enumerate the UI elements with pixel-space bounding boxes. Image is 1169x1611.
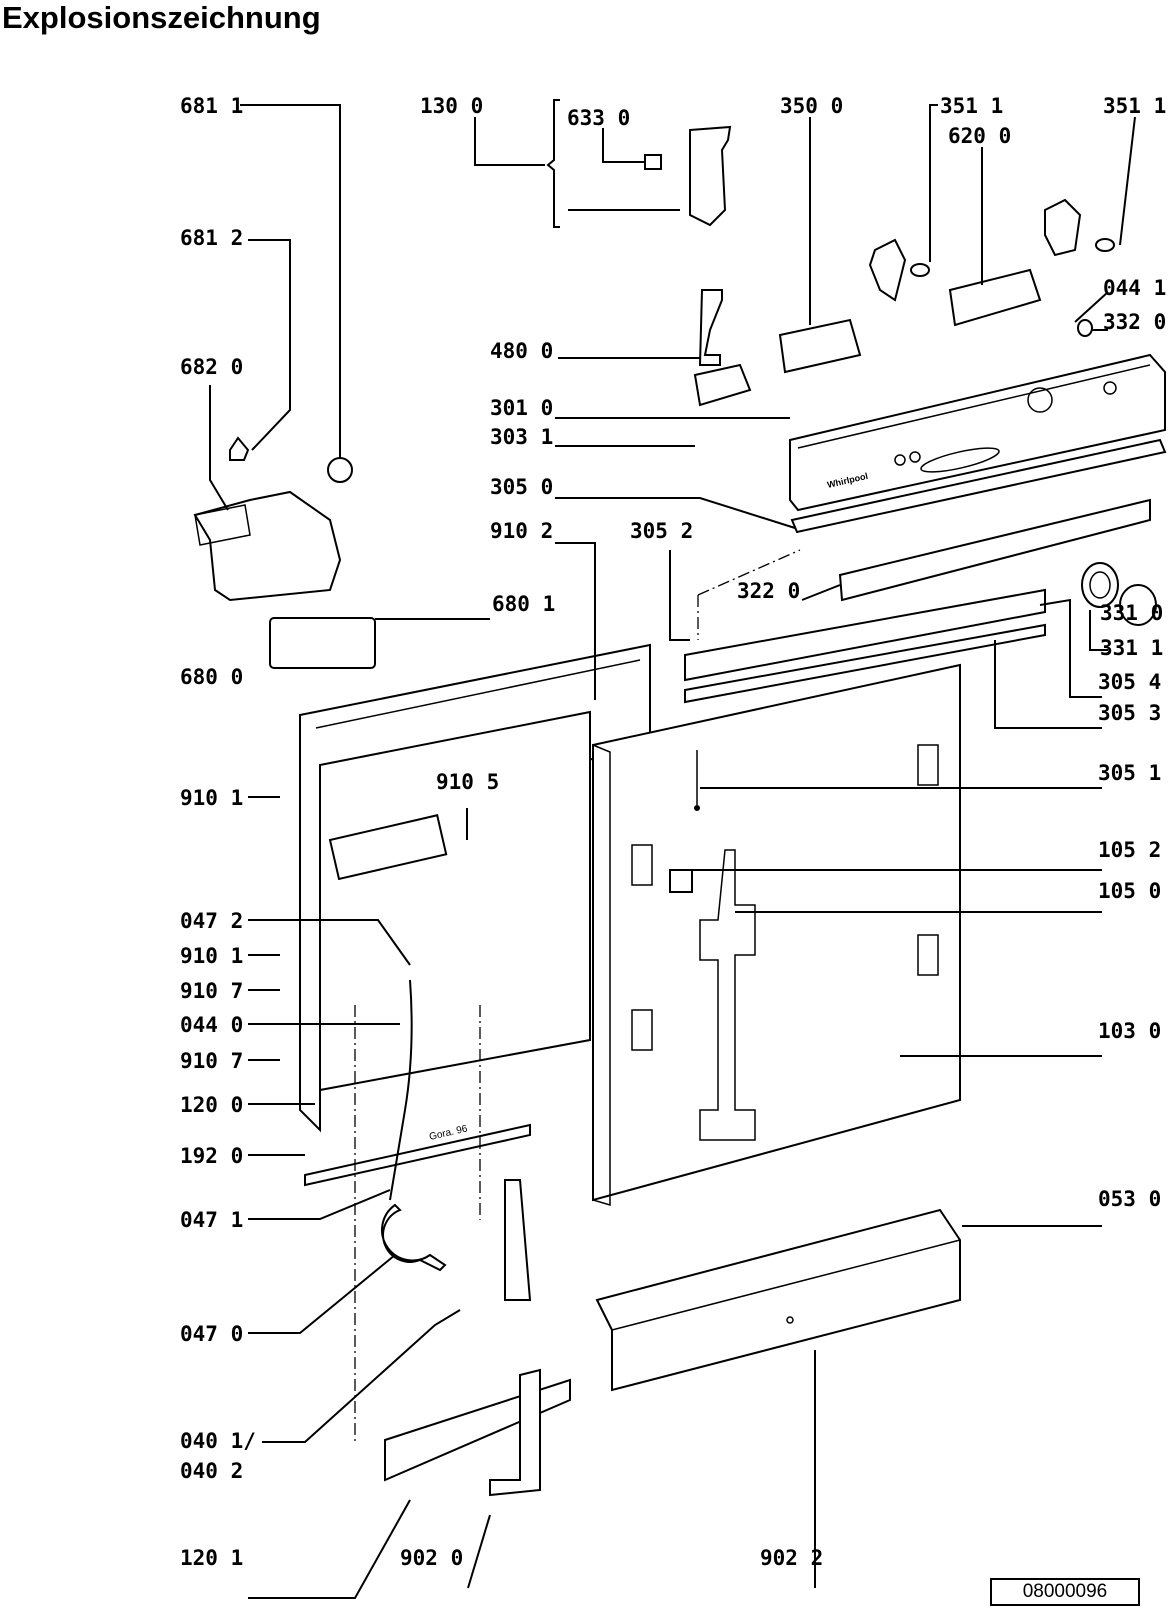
part-label: 044 0	[180, 1013, 243, 1037]
part-label: 480 0	[490, 339, 553, 363]
part-label: 902 0	[400, 1546, 463, 1570]
part-label: 305 2	[630, 519, 693, 543]
part-label: 047 0	[180, 1322, 243, 1346]
part-label: 910 2	[490, 519, 553, 543]
part-label: 910 7	[180, 1049, 243, 1073]
part-label: 105 2	[1098, 838, 1161, 862]
part-label: 902 2	[760, 1546, 823, 1570]
part-label: 120 0	[180, 1093, 243, 1117]
part-label: 910 5	[436, 770, 499, 794]
part-label: 620 0	[948, 124, 1011, 148]
part-label: 350 0	[780, 94, 843, 118]
part-label: 680 0	[180, 665, 243, 689]
panel-trim-305	[684, 438, 1167, 704]
part-label: 305 3	[1098, 701, 1161, 725]
spring-hinge	[381, 979, 447, 1272]
part-label: 103 0	[1098, 1019, 1161, 1043]
electronics	[644, 125, 1115, 407]
part-label: 331 1	[1100, 636, 1163, 660]
part-label: 682 0	[180, 355, 243, 379]
part-label: 680 1	[492, 592, 555, 616]
part-label: 681 1	[180, 94, 243, 118]
part-label: 130 0	[420, 94, 483, 118]
bottom-rails	[304, 1123, 571, 1497]
kick-plate-053	[595, 1208, 961, 1392]
part-label: 910 1	[180, 786, 243, 810]
part-label: 301 0	[490, 396, 553, 420]
part-label: 047 2	[180, 909, 243, 933]
drawing-number: 08000096	[990, 1578, 1140, 1606]
part-label: 040 2	[180, 1459, 243, 1483]
part-label: 053 0	[1098, 1187, 1161, 1211]
part-label: 305 0	[490, 475, 553, 499]
part-label: 120 1	[180, 1546, 243, 1570]
part-label: 331 0	[1100, 601, 1163, 625]
part-label: 633 0	[567, 106, 630, 130]
part-label: 305 1	[1098, 761, 1161, 785]
part-label: 305 4	[1098, 670, 1161, 694]
part-label: 040 1/	[180, 1429, 256, 1453]
part-label: 910 1	[180, 944, 243, 968]
part-label: 303 1	[490, 425, 553, 449]
dispenser-682	[193, 436, 353, 602]
page-title: Explosionszeichnung	[2, 0, 321, 35]
part-label: 044 1	[1103, 276, 1166, 300]
part-label: 322 0	[737, 579, 800, 603]
part-label: 332 0	[1103, 310, 1166, 334]
leader-lines	[209, 99, 1136, 1599]
part-label: 192 0	[180, 1144, 243, 1168]
part-label: 910 7	[180, 979, 243, 1003]
part-label: 047 1	[180, 1208, 243, 1232]
outer-door-panel-103	[592, 663, 961, 1207]
part-label: 681 2	[180, 226, 243, 250]
part-label: 351 1	[940, 94, 1003, 118]
control-panel-301: Whirlpool	[789, 353, 1166, 512]
part-label: 351 1	[1103, 94, 1166, 118]
part-label: 105 0	[1098, 879, 1161, 903]
part-labels: 681 1 130 0 633 0 350 0 351 1 620 0 351 …	[180, 94, 1166, 1570]
door-frame-120	[269, 617, 651, 1133]
